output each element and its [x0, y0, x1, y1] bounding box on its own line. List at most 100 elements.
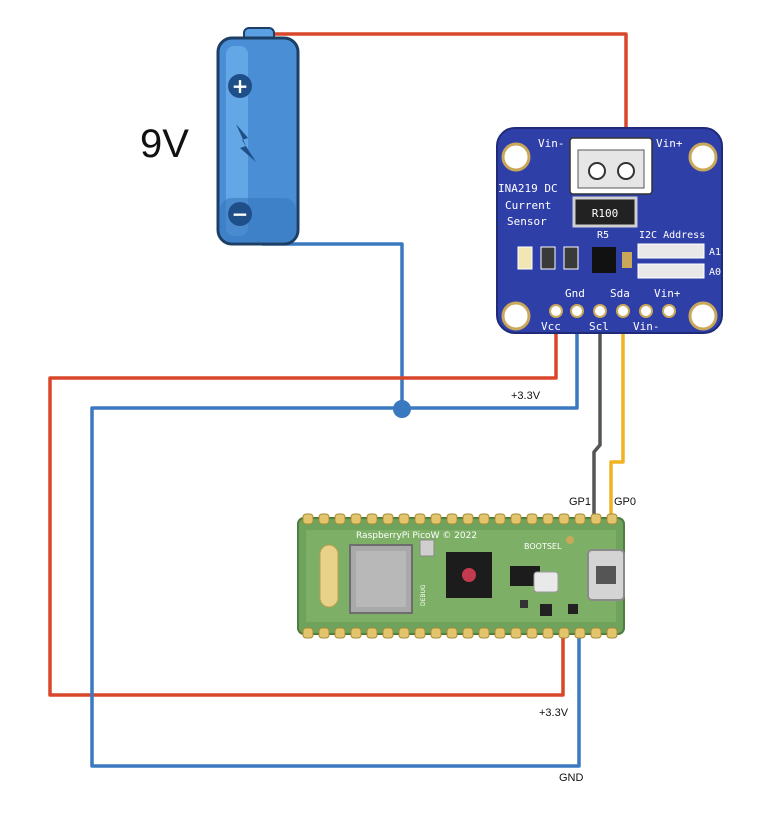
pico-header-pin — [446, 513, 458, 525]
sensor-pin-label-vcc: Vcc — [541, 320, 561, 333]
pico-header-pin — [382, 513, 394, 525]
header-pad-vin-minus — [639, 304, 653, 318]
pico-header-pin — [302, 627, 314, 639]
wire-sensor-vcc-to-pico-3v3 — [48, 316, 565, 697]
pico-top-pins — [302, 513, 618, 525]
pico-header-pin — [462, 627, 474, 639]
smd-capacitor — [622, 252, 632, 268]
pico-header-pin — [334, 627, 346, 639]
wireless-module-shield — [356, 551, 406, 607]
pico-header-pin — [398, 513, 410, 525]
header-pad-vin-plus — [662, 304, 676, 318]
wire-label-pico-3v3: +3.3V — [539, 707, 569, 719]
header-pad-sda — [616, 304, 630, 318]
wire-sensor-gnd-to-pico-gnd — [90, 316, 581, 768]
pico-header-pin — [462, 513, 474, 525]
pico-header-pin — [366, 627, 378, 639]
battery-voltage-label: 9V — [140, 122, 189, 166]
led-icon — [566, 536, 574, 544]
wire-battery-positive-to-vin-plus — [262, 32, 628, 170]
sensor-title-line2: Current — [505, 199, 551, 212]
wire-label-gp0: GP0 — [614, 496, 636, 508]
mounting-hole — [501, 142, 531, 172]
smd-component — [540, 604, 552, 616]
raspberry-pi-pico-w: RaspberryPi PicoW © 2022 BOOTSEL DEBUG — [297, 513, 625, 639]
pico-header-pin — [510, 513, 522, 525]
pico-header-pin — [478, 513, 490, 525]
pico-header-pin — [478, 627, 490, 639]
header-pad-gnd — [570, 304, 584, 318]
wire-battery-negative-to-ground-junction — [262, 242, 404, 408]
pico-header-pin — [558, 627, 570, 639]
pico-header-pin — [510, 627, 522, 639]
pico-header-pin — [318, 627, 330, 639]
pico-header-pin — [606, 627, 618, 639]
sensor-title-line3: Sensor — [507, 215, 547, 228]
battery-minus-symbol: − — [232, 202, 249, 226]
sensor-label-r5: R5 — [597, 230, 609, 241]
battery-plus-symbol: + — [232, 74, 249, 98]
pico-header-pin — [318, 513, 330, 525]
shunt-resistor — [572, 196, 638, 228]
sensor-label-a1: A1 — [709, 247, 721, 258]
usb-port — [596, 566, 616, 584]
smd-component — [568, 604, 578, 614]
sensor-pin-label-vin-plus: Vin+ — [654, 287, 681, 300]
pico-header-pin — [334, 513, 346, 525]
mounting-hole — [688, 142, 718, 172]
pico-header-pin — [574, 513, 586, 525]
pico-header-pin — [542, 627, 554, 639]
battery-9v: + − — [216, 27, 300, 246]
pico-header-pin — [590, 513, 602, 525]
bootsel-button[interactable] — [533, 571, 559, 593]
wire-label-sensor-vcc: +3.3V — [511, 390, 541, 402]
pico-silkscreen-debug: DEBUG — [420, 584, 427, 606]
pico-header-pin — [350, 513, 362, 525]
smd-component — [517, 246, 533, 270]
mounting-hole — [688, 301, 718, 331]
sensor-label-a0: A0 — [709, 267, 721, 278]
pico-header-pin — [574, 627, 586, 639]
header-pad-scl — [593, 304, 607, 318]
wires — [48, 32, 628, 768]
ground-junction-dot — [393, 400, 411, 418]
battery-plus-circle — [228, 74, 252, 98]
pico-header-pin — [494, 513, 506, 525]
sensor-label-i2c-address: I2C Address — [639, 230, 705, 241]
pico-header-pin — [606, 513, 618, 525]
ina219-sensor-board: Vin- Vin+ INA219 DC Current Sensor R100 … — [496, 127, 723, 334]
pico-header-pin — [366, 513, 378, 525]
pico-silkscreen-brand: RaspberryPi PicoW © 2022 — [356, 531, 477, 541]
pico-header-pin — [398, 627, 410, 639]
sensor-pin-label-gnd: Gnd — [565, 287, 585, 300]
sensor-pcb — [496, 127, 723, 334]
pico-header-pin — [430, 627, 442, 639]
pico-header-pin — [382, 627, 394, 639]
pico-header-pin — [526, 627, 538, 639]
pico-header-pin — [590, 627, 602, 639]
smd-component — [563, 246, 579, 270]
lightning-icon — [236, 124, 256, 162]
sensor-title-line1: INA219 DC — [498, 182, 558, 195]
sensor-pin-label-sda: Sda — [610, 287, 630, 300]
battery-minus-circle — [228, 202, 252, 226]
pico-left-pad — [319, 544, 339, 608]
pico-header-pin — [414, 513, 426, 525]
pico-header-pin — [430, 513, 442, 525]
pico-bottom-pins — [302, 627, 618, 639]
wire-label-gp1: GP1 — [569, 496, 591, 508]
ina219-chip — [592, 247, 616, 273]
flash-chip — [510, 566, 540, 586]
address-jumper-a0 — [637, 263, 705, 279]
pico-header-pin — [302, 513, 314, 525]
screw-terminal-right — [617, 162, 635, 180]
screw-terminal-left — [588, 162, 606, 180]
pico-header-pin — [558, 513, 570, 525]
pico-header-pin — [526, 513, 538, 525]
sensor-label-vin-plus-top: Vin+ — [656, 137, 683, 150]
header-pad-vcc — [549, 304, 563, 318]
wire-sda-to-gp0 — [609, 316, 625, 520]
wire-scl-to-gp1 — [592, 316, 602, 520]
wire-label-pico-gnd: GND — [559, 772, 584, 784]
